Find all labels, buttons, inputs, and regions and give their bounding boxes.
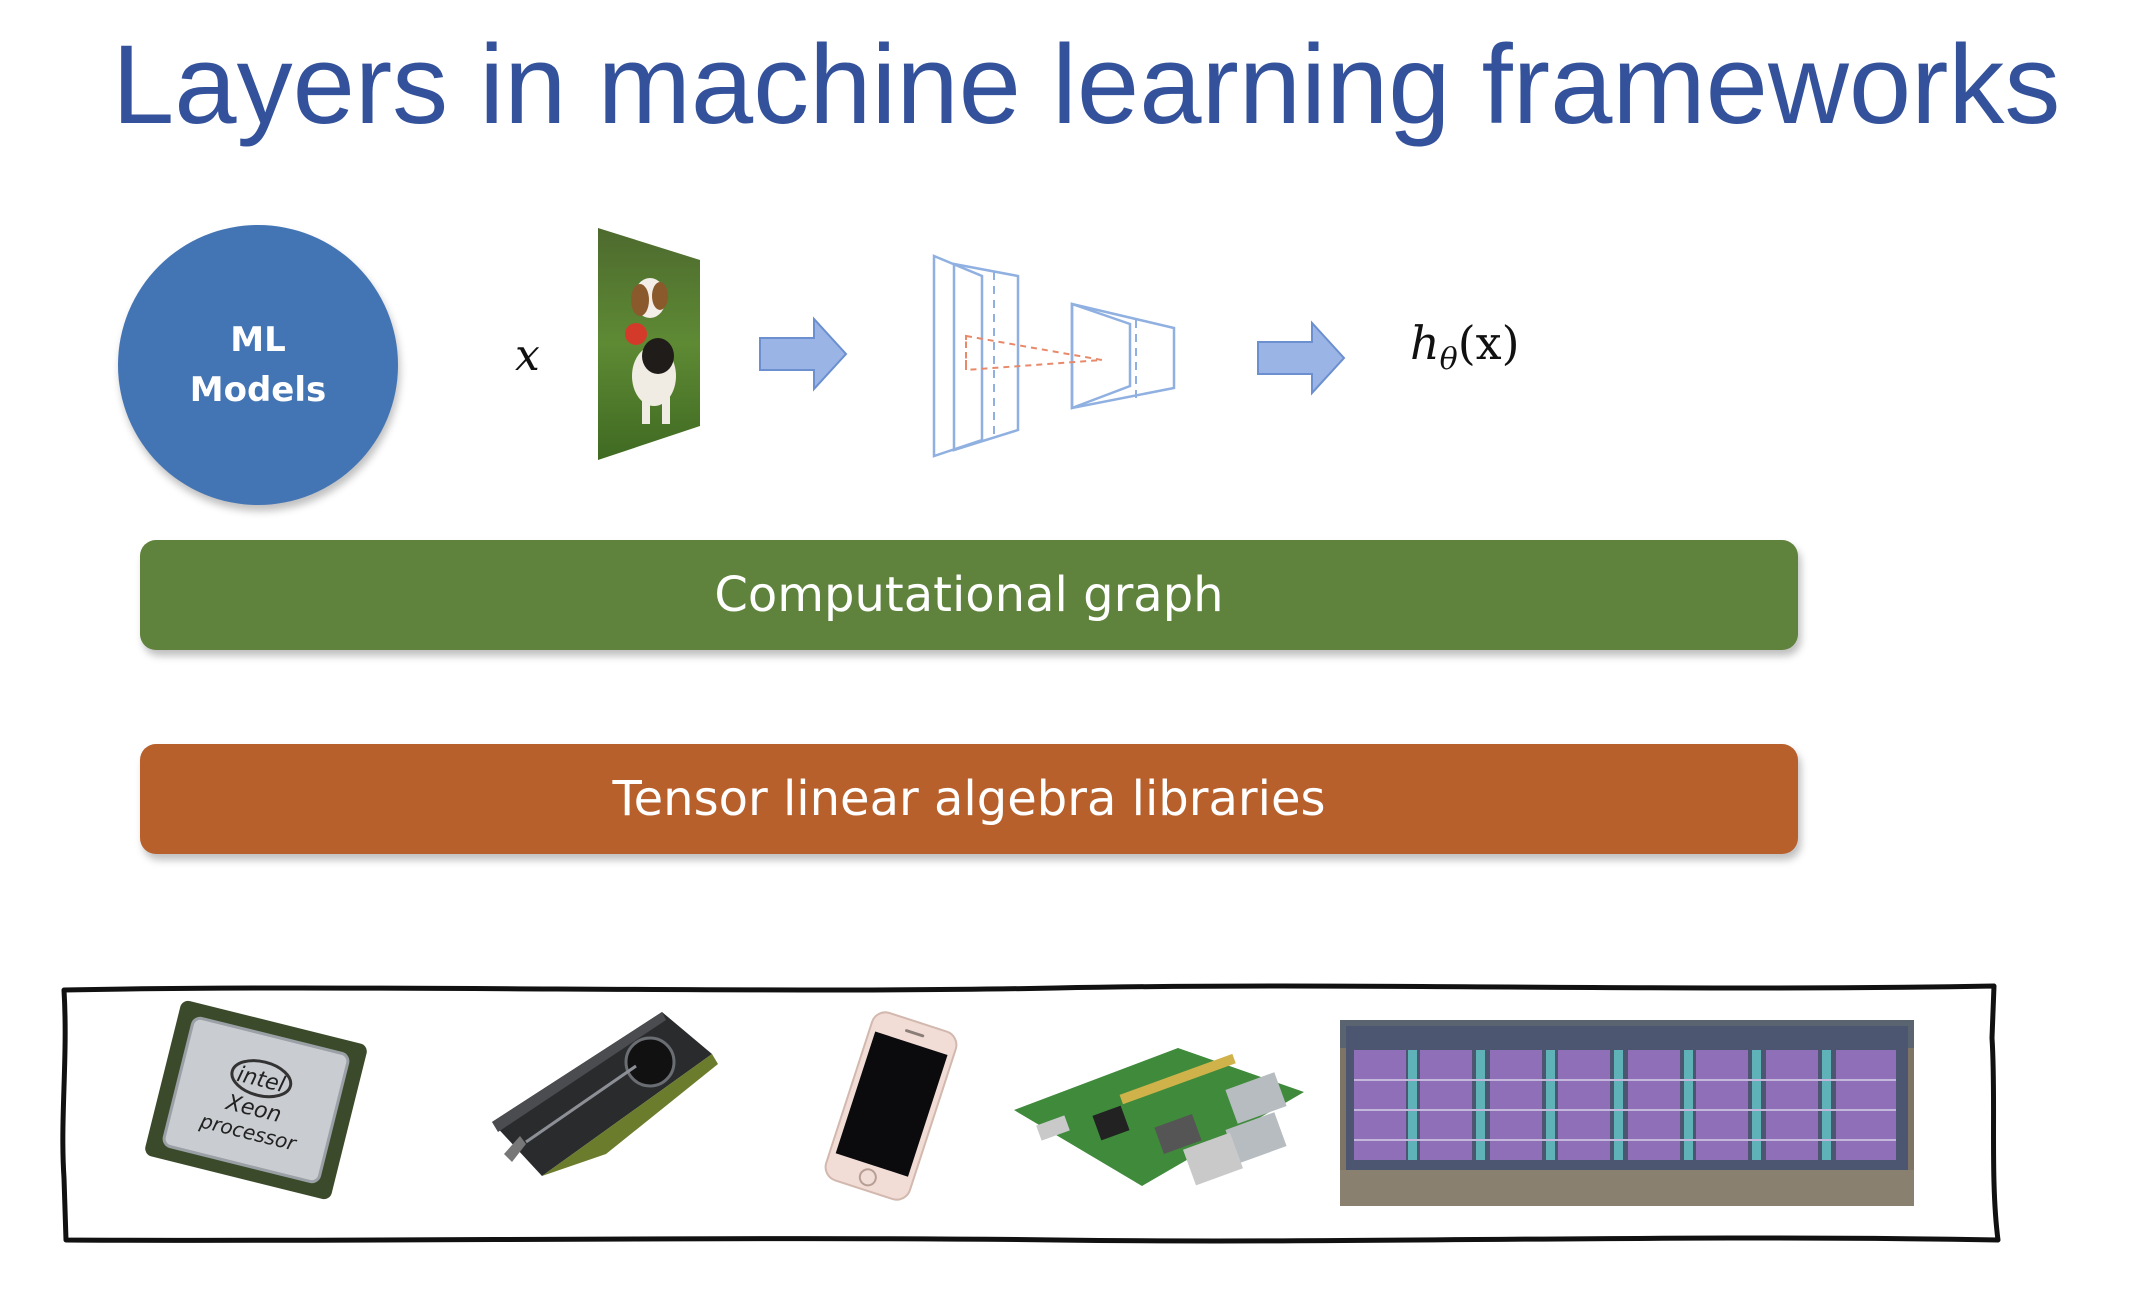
computational-graph-label: Computational graph	[714, 567, 1224, 623]
hardware-box	[60, 983, 2001, 1244]
ml-models-label-line1: ML	[230, 320, 286, 360]
tpu-server-rack-icon	[1340, 1020, 1914, 1206]
output-argument: (x)	[1457, 316, 1520, 370]
ml-models-label-line2: Models	[189, 370, 327, 410]
input-symbol: x	[515, 330, 540, 381]
right-arrow-icon	[759, 316, 848, 392]
computational-graph-layer: Computational graph	[140, 540, 1798, 650]
cnn-layers-diagram	[932, 254, 1176, 458]
intel-xeon-cpu-icon: intel Xeon processor	[145, 1000, 367, 1200]
output-subscript-theta: θ	[1439, 342, 1458, 378]
page-title: Layers in machine learning frameworks	[112, 22, 2061, 147]
tensor-libraries-label: Tensor linear algebra libraries	[612, 771, 1326, 827]
gpu-card-icon	[492, 1012, 718, 1176]
smartphone-icon	[824, 1011, 958, 1201]
output-formula: hθ(x)	[1410, 316, 1520, 377]
ml-models-node: ML Models	[118, 225, 398, 505]
output-function-h: h	[1410, 316, 1440, 370]
right-arrow-icon	[1257, 320, 1346, 396]
raspberry-pi-board-icon	[1014, 1048, 1304, 1186]
dog-image	[598, 228, 700, 460]
tensor-libraries-layer: Tensor linear algebra libraries	[140, 744, 1798, 854]
